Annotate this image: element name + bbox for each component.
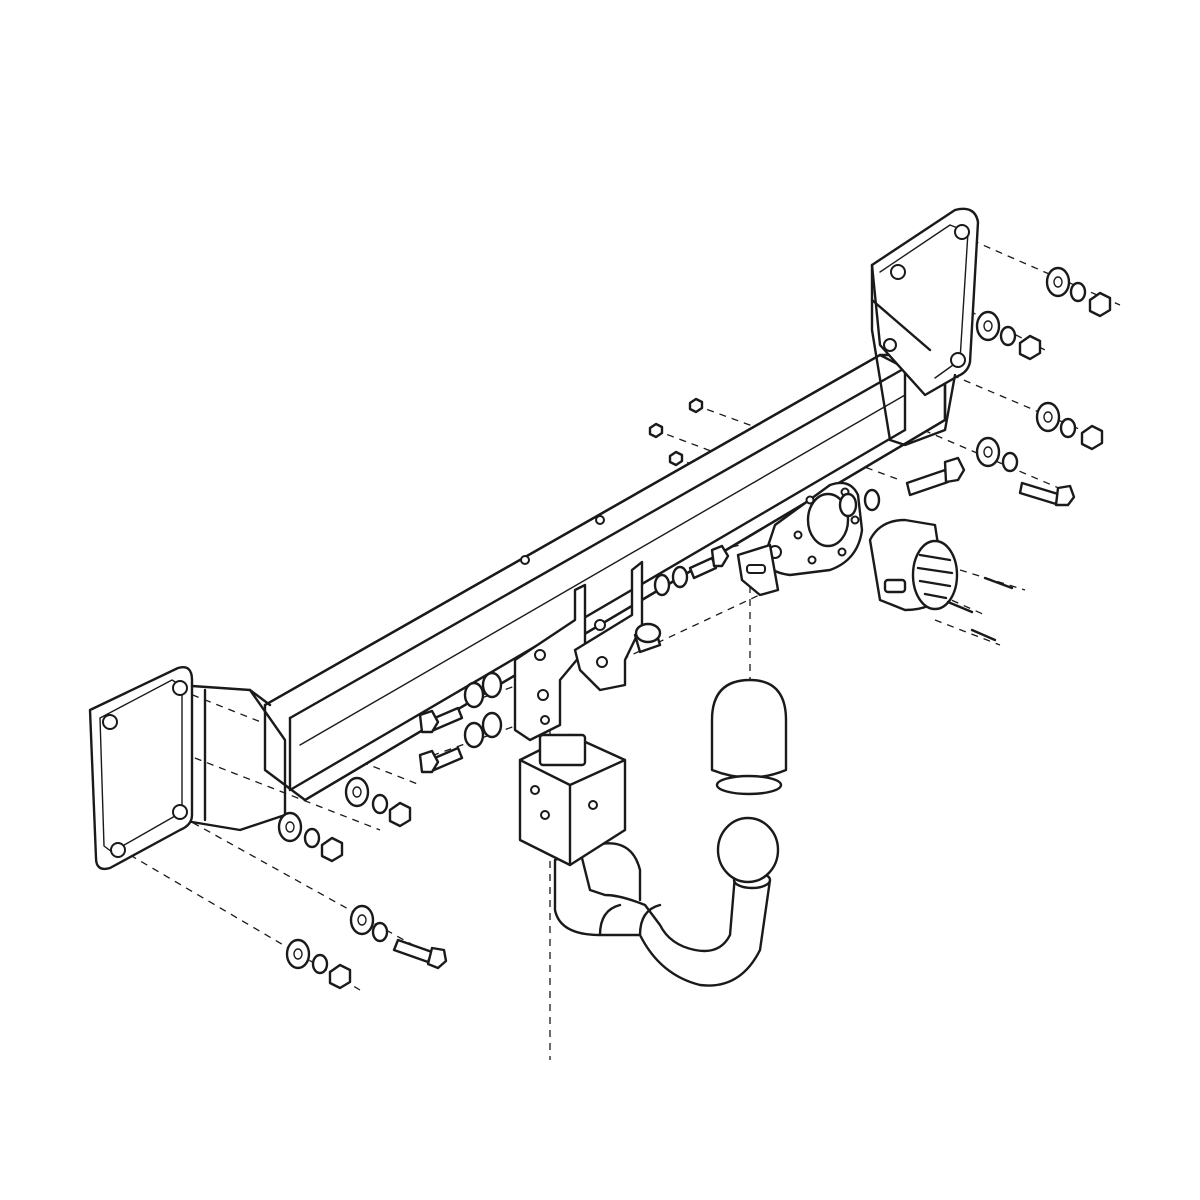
bolts [392, 456, 1076, 970]
coupling-block [518, 733, 627, 867]
ball-flange-plate [763, 481, 864, 577]
right-mounting-plate [870, 207, 980, 447]
washers [277, 266, 1087, 975]
electrical-socket [868, 518, 959, 612]
ball-cap [710, 678, 788, 796]
crossbar-beam [263, 353, 947, 802]
socket-bracket [736, 543, 780, 597]
center-hitch-brackets [513, 560, 644, 742]
tow-ball [716, 816, 780, 884]
left-mounting-plate [88, 666, 287, 871]
nuts [320, 291, 1112, 990]
